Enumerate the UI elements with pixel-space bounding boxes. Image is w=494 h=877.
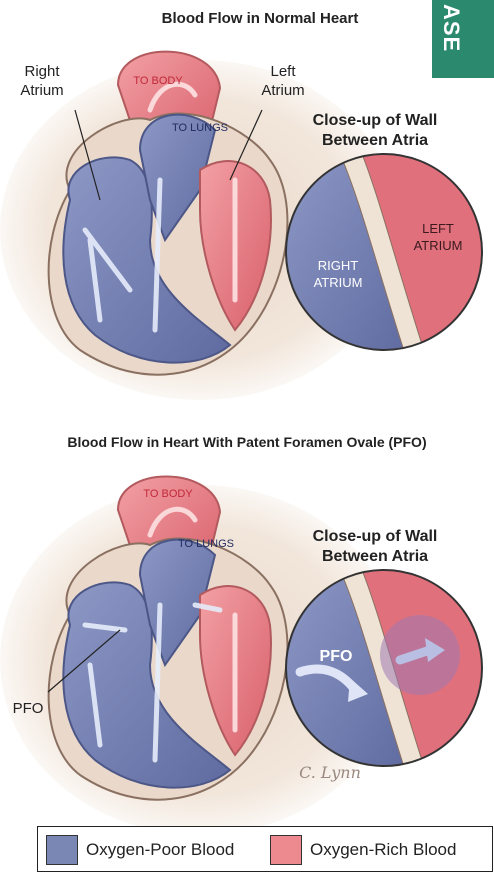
section-tab: ASE	[432, 0, 494, 78]
to-lungs-label: TO LUNGS	[178, 538, 234, 550]
to-body-label: TO BODY	[143, 488, 193, 500]
closeup-left-atrium-line1: LEFT	[422, 221, 454, 236]
right-atrium-label-line1: Right	[24, 63, 60, 80]
legend-rich-swatch	[270, 835, 302, 865]
bottom-closeup-title-line2: Between Atria	[322, 548, 428, 565]
legend-poor-label: Oxygen-Poor Blood	[86, 840, 234, 860]
section-tab-text: ASE	[438, 4, 464, 52]
closeup-pfo-label: PFO	[320, 648, 353, 665]
to-lungs-label: TO LUNGS	[172, 122, 228, 134]
left-atrium-label-line2: Atrium	[261, 82, 304, 99]
legend: Oxygen-Poor Blood Oxygen-Rich Blood	[37, 826, 493, 872]
left-atrium-label-line1: Left	[270, 63, 296, 80]
legend-rich-label: Oxygen-Rich Blood	[310, 840, 456, 860]
to-body-label: TO BODY	[133, 75, 183, 87]
closeup-right-atrium-line2: ATRIUM	[314, 275, 363, 290]
legend-poor-swatch	[46, 835, 78, 865]
closeup-left-atrium-line2: ATRIUM	[414, 238, 463, 253]
closeup-right-atrium-line1: RIGHT	[318, 258, 359, 273]
bottom-title: Blood Flow in Heart With Patent Foramen …	[67, 434, 426, 450]
top-closeup-title-line1: Close-up of Wall	[313, 112, 438, 129]
artist-signature: C. Lynn	[299, 763, 361, 782]
top-closeup-title-line2: Between Atria	[322, 132, 428, 149]
top-title: Blood Flow in Normal Heart	[162, 10, 359, 27]
right-atrium-label-line2: Atrium	[20, 82, 63, 99]
bottom-closeup-title-line1: Close-up of Wall	[313, 528, 438, 545]
pfo-callout-label: PFO	[13, 700, 44, 717]
